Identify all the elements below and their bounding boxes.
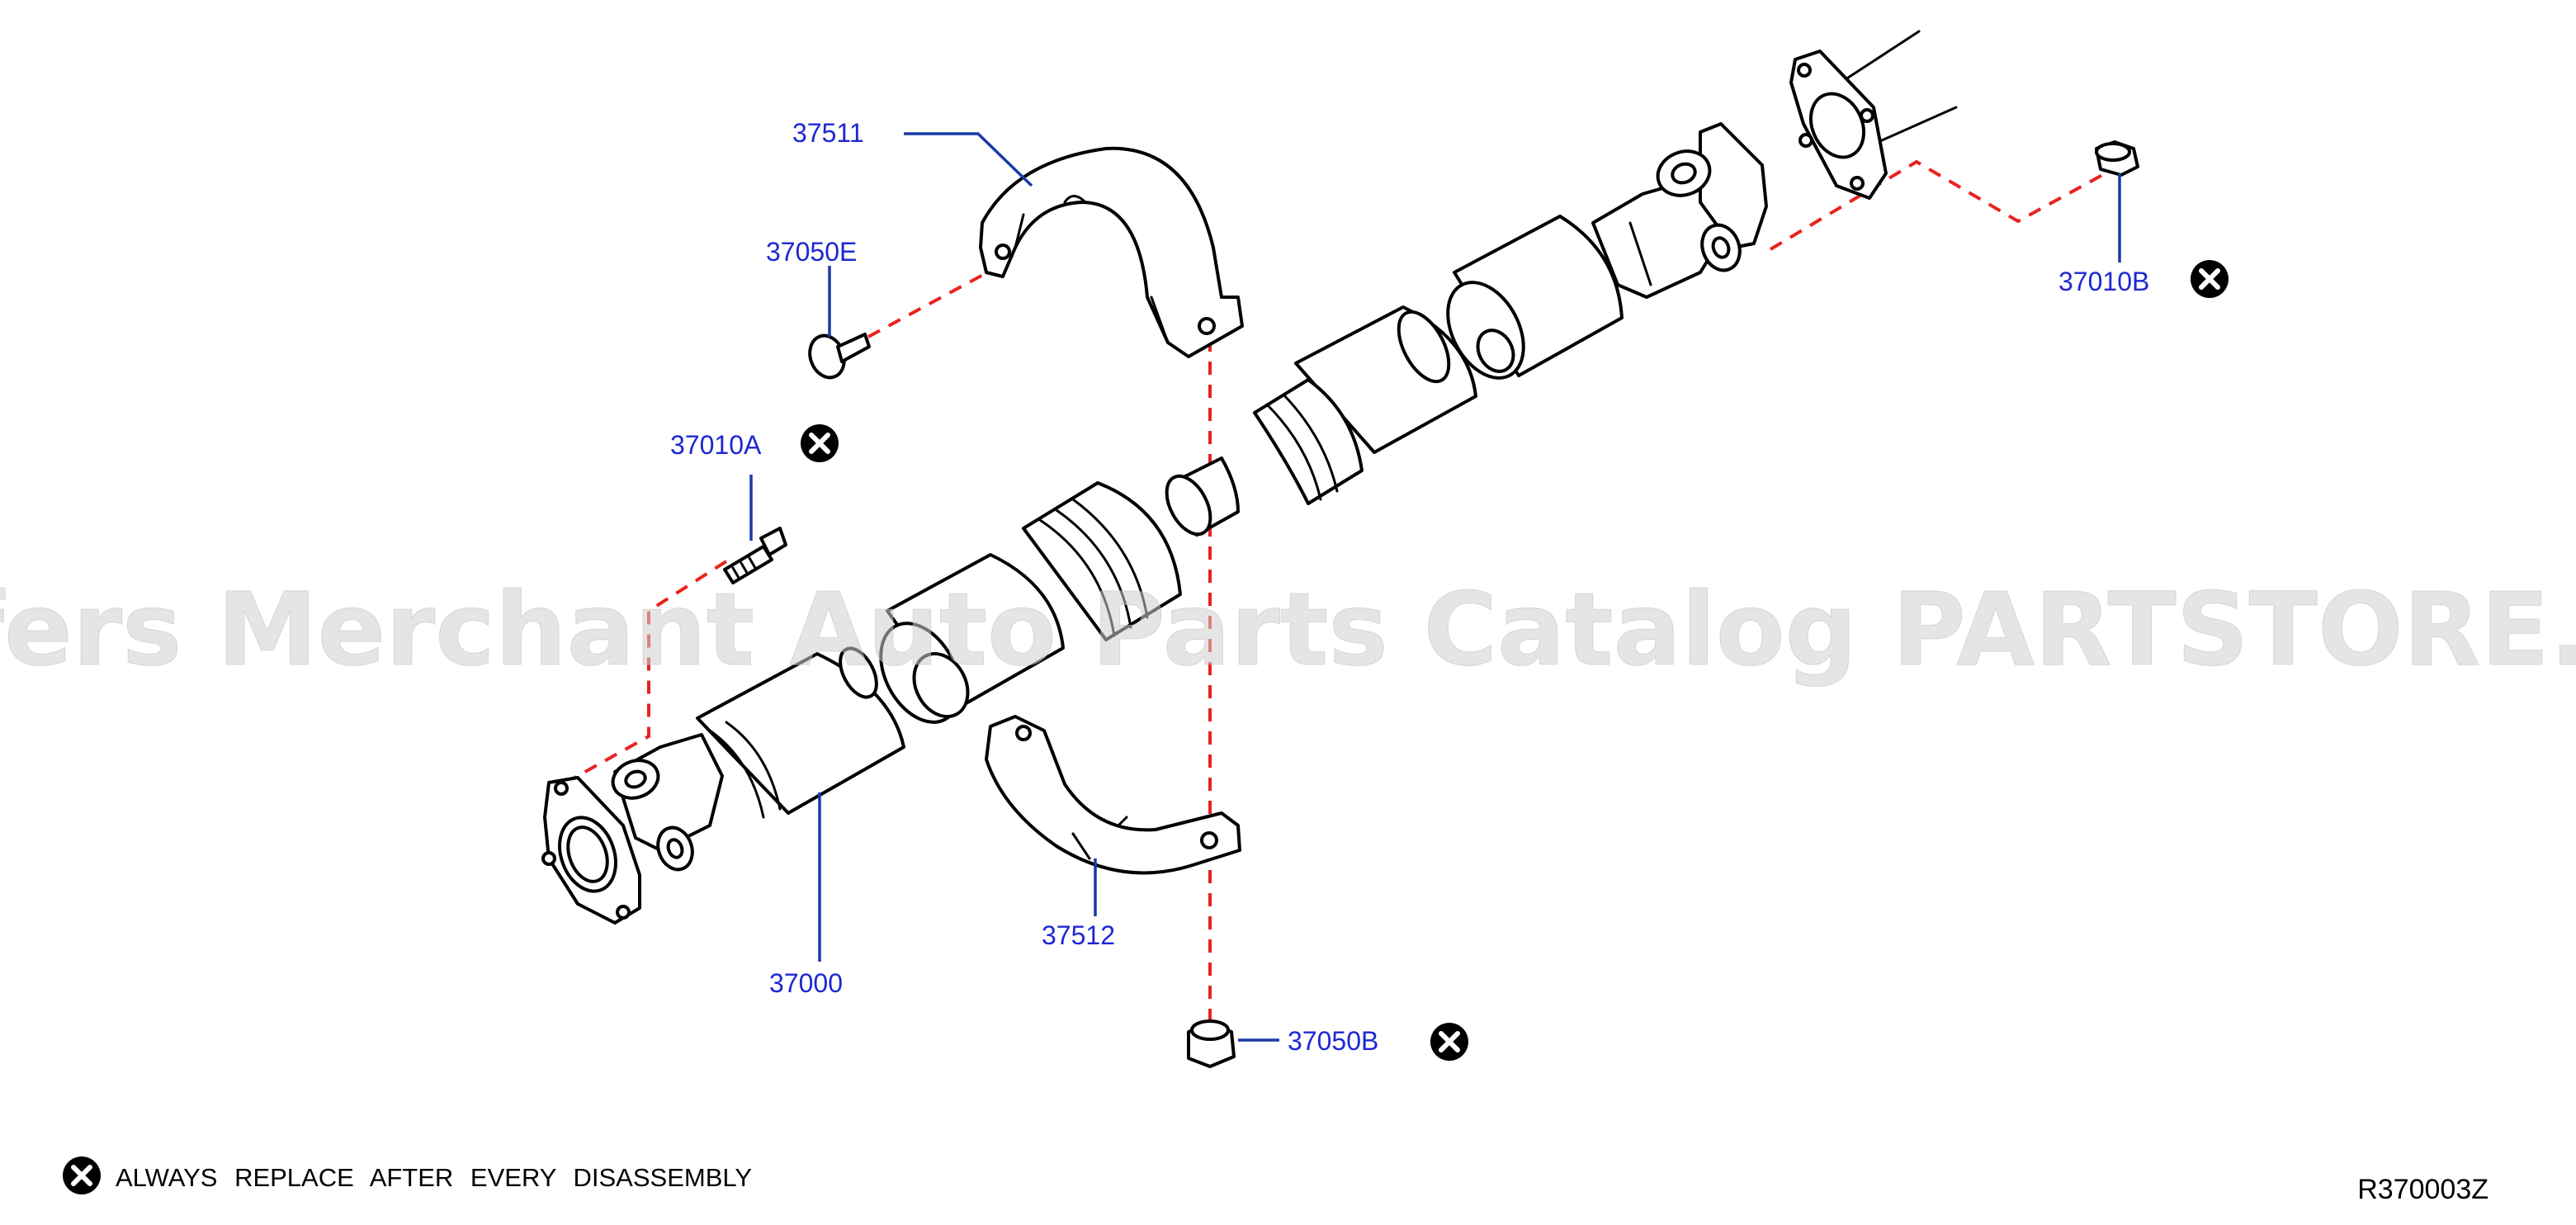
callout-37050B: 37050B	[1288, 1026, 1378, 1056]
dashline-37050E	[867, 262, 1004, 338]
legend: ALWAYS REPLACE AFTER EVERY DISASSEMBLY	[63, 1156, 752, 1194]
clip-37050E	[808, 333, 871, 380]
callout-37511: 37511	[792, 118, 864, 148]
center-boot	[1253, 378, 1364, 505]
diagram-reference: R370003Z	[2357, 1174, 2489, 1205]
leader-37511	[904, 132, 1033, 187]
propeller-shaft-37000	[541, 122, 1768, 925]
callout-37050E: 37050E	[766, 237, 857, 267]
center-bearing-boot	[1022, 481, 1182, 641]
replace-x-icon	[1430, 1023, 1468, 1061]
callout-37000: 37000	[769, 968, 843, 998]
replace-x-icon	[63, 1156, 101, 1194]
callout-37512: 37512	[1042, 920, 1115, 950]
watermark-text: Offers Merchant Auto Parts Catalog PARTS…	[0, 571, 2576, 688]
bracket-37512	[985, 715, 1241, 875]
replace-x-icon	[801, 424, 839, 462]
dashline-37010B	[1769, 159, 2114, 251]
bolt-37010A	[723, 527, 787, 584]
rear-flange-assembly	[1789, 30, 1958, 200]
leader-lines	[749, 132, 2121, 1042]
front-tube	[696, 652, 905, 815]
bracket-37511	[979, 146, 1244, 358]
callout-37010A: 37010A	[670, 430, 762, 460]
nut-37050B	[1187, 1019, 1236, 1068]
nut-37010B	[2095, 140, 2139, 177]
dashline-37010A	[562, 560, 728, 786]
callout-37010B: 37010B	[2058, 267, 2149, 296]
replace-x-icon	[2191, 260, 2229, 298]
legend-text: ALWAYS REPLACE AFTER EVERY DISASSEMBLY	[116, 1163, 752, 1192]
assembly-lines	[562, 159, 2114, 1028]
